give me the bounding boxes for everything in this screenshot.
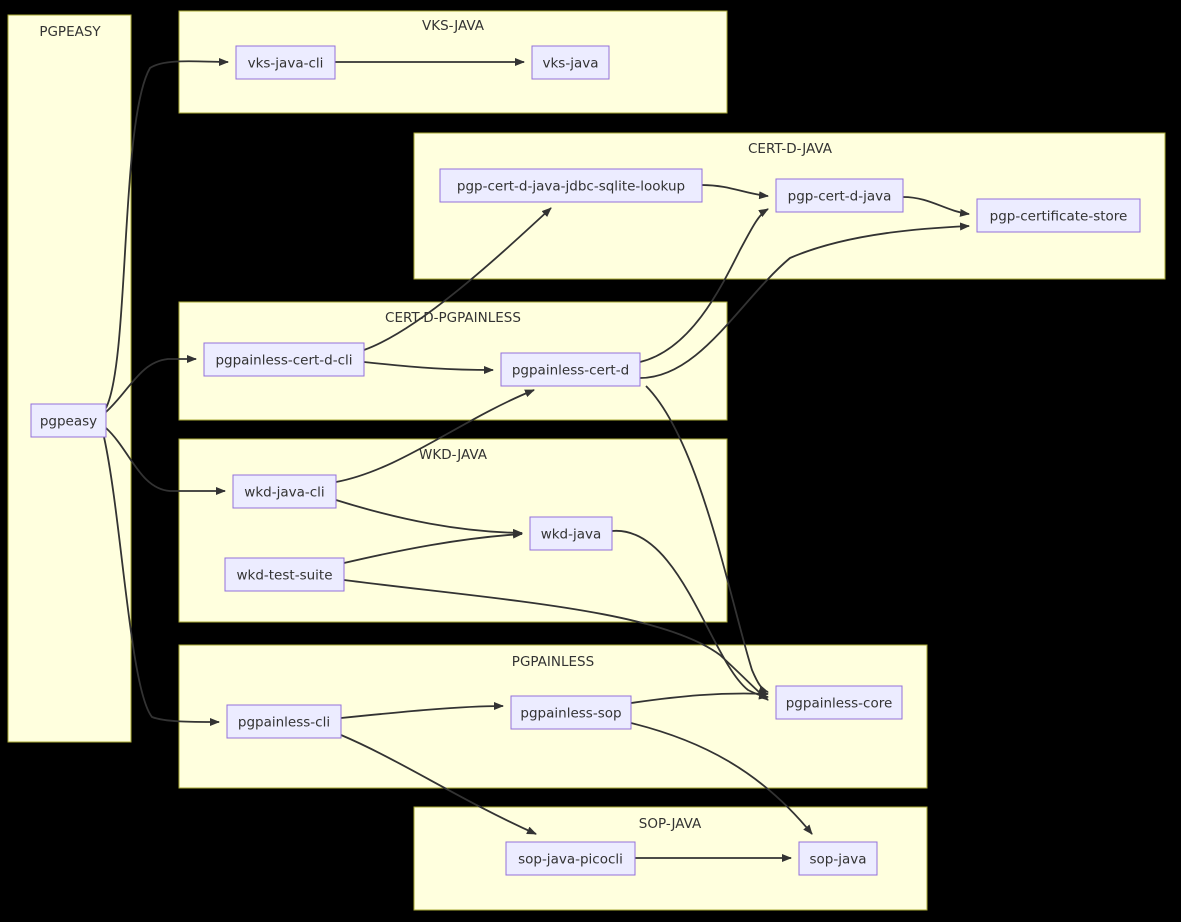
cluster-label: CERT-D-PGPAINLESS <box>385 310 521 326</box>
node-box[interactable] <box>510 695 632 730</box>
nodes-layer: pgpeasy vks-java-cli vks-java pgp-cert-d-ja… <box>30 45 1141 876</box>
node-pgpeasy[interactable]: pgpeasy <box>30 403 107 438</box>
node-label: pgp-certificate-store <box>990 209 1128 225</box>
node-box[interactable] <box>531 45 610 80</box>
node-label: pgpainless-sop <box>520 706 621 722</box>
cluster-label: SOP-JAVA <box>639 816 702 832</box>
edges-layer <box>103 57 970 862</box>
node-label: wkd-test-suite <box>236 568 332 584</box>
node-box[interactable] <box>976 198 1141 233</box>
node-label: pgp-cert-d-java-jdbc-sqlite-lookup <box>457 179 685 195</box>
node-label: wkd-java <box>541 527 602 543</box>
node-box[interactable] <box>226 704 342 739</box>
node-vks-java[interactable]: vks-java <box>531 45 610 80</box>
edge-pgpainless-cert-d-cli-to-pgp-cert-d-java-jdbc-sqlite-lookup <box>363 207 552 351</box>
cluster-box <box>7 14 132 743</box>
edge-wkd-test-suite-to-pgpainless-core <box>343 579 769 701</box>
cluster-box <box>178 438 728 623</box>
edge-pgpeasy-to-wkd-java-cli <box>105 427 226 495</box>
node-box[interactable] <box>203 342 365 377</box>
node-label: pgpainless-cert-d <box>512 363 629 379</box>
edge-pgpainless-sop-to-pgpainless-core <box>630 689 769 704</box>
node-pgpainless-cert-d-cli[interactable]: pgpainless-cert-d-cli <box>203 342 365 377</box>
node-label: pgpeasy <box>40 414 97 430</box>
edge-wkd-java-cli-to-pgpainless-cert-d <box>335 389 535 483</box>
node-label: pgpainless-cli <box>238 715 330 731</box>
edge-pgpainless-cert-d-to-pgp-cert-d-java <box>639 208 769 363</box>
node-label: sop-java <box>809 852 866 868</box>
node-wkd-java[interactable]: wkd-java <box>529 516 613 551</box>
edge-wkd-java-cli-to-wkd-java <box>335 499 523 537</box>
edge-pgpainless-cert-d-cli-to-pgpainless-cert-d <box>363 361 494 374</box>
node-label: vks-java <box>543 56 599 72</box>
cluster-wkd-java: WKD-JAVA <box>178 438 728 623</box>
node-box[interactable] <box>529 516 613 551</box>
cluster-label: CERT-D-JAVA <box>748 141 833 157</box>
node-wkd-test-suite[interactable]: wkd-test-suite <box>224 557 345 592</box>
node-pgpainless-sop[interactable]: pgpainless-sop <box>510 695 632 730</box>
edge-pgpainless-sop-to-sop-java <box>630 722 813 835</box>
node-label: wkd-java-cli <box>244 485 324 501</box>
node-label: pgpainless-cert-d-cli <box>215 353 352 369</box>
cluster-label: WKD-JAVA <box>419 447 488 463</box>
node-box[interactable] <box>30 403 107 438</box>
node-box[interactable] <box>439 168 703 203</box>
cluster-label: PGPAINLESS <box>512 654 594 670</box>
edge-pgp-cert-d-java-jdbc-sqlite-lookup-to-pgp-cert-d-java <box>701 184 769 200</box>
node-sop-java[interactable]: sop-java <box>798 841 878 876</box>
node-box[interactable] <box>798 841 878 876</box>
edge-pgp-cert-d-java-to-pgp-certificate-store <box>902 196 970 217</box>
cluster-label: PGPEASY <box>39 24 101 40</box>
node-label: pgp-cert-d-java <box>788 189 892 205</box>
cluster-pgpeasy: PGPEASY <box>7 14 132 743</box>
edge-pgpainless-cert-d-to-pgpainless-core <box>645 385 769 693</box>
edge-wkd-test-suite-to-wkd-java <box>343 530 523 564</box>
node-sop-java-picocli[interactable]: sop-java-picocli <box>505 841 636 876</box>
node-wkd-java-cli[interactable]: wkd-java-cli <box>232 474 337 509</box>
cluster-label: VKS-JAVA <box>422 18 485 34</box>
node-box[interactable] <box>775 685 903 720</box>
clusters-layer: PGPEASY VKS-JAVA CERT-D-JAVA CERT-D-PGPAINL… <box>7 10 1166 911</box>
node-box[interactable] <box>500 352 641 387</box>
node-box[interactable] <box>232 474 337 509</box>
edge-pgpainless-cert-d-to-pgp-certificate-store <box>639 222 970 379</box>
node-pgpainless-core[interactable]: pgpainless-core <box>775 685 903 720</box>
node-box[interactable] <box>505 841 636 876</box>
node-pgp-certificate-store[interactable]: pgp-certificate-store <box>976 198 1141 233</box>
node-label: sop-java-picocli <box>518 852 623 868</box>
edge-pgpeasy-to-pgpainless-cert-d-cli <box>105 355 197 413</box>
node-pgp-cert-d-java[interactable]: pgp-cert-d-java <box>775 178 904 213</box>
edge-pgpainless-cli-to-sop-java-picocli <box>340 734 537 835</box>
edge-pgpeasy-to-vks-java-cli <box>105 57 229 409</box>
node-pgpainless-cert-d[interactable]: pgpainless-cert-d <box>500 352 641 387</box>
edge-pgpainless-cli-to-pgpainless-sop <box>340 702 504 719</box>
node-pgp-cert-d-java-jdbc-sqlite-lookup[interactable]: pgp-cert-d-java-jdbc-sqlite-lookup <box>439 168 703 203</box>
edge-pgpeasy-to-pgpainless-cli <box>103 436 220 726</box>
node-box[interactable] <box>235 45 336 80</box>
node-box[interactable] <box>224 557 345 592</box>
node-box[interactable] <box>775 178 904 213</box>
node-vks-java-cli[interactable]: vks-java-cli <box>235 45 336 80</box>
node-label: pgpainless-core <box>786 696 893 712</box>
node-label: vks-java-cli <box>248 56 324 72</box>
node-pgpainless-cli[interactable]: pgpainless-cli <box>226 704 342 739</box>
